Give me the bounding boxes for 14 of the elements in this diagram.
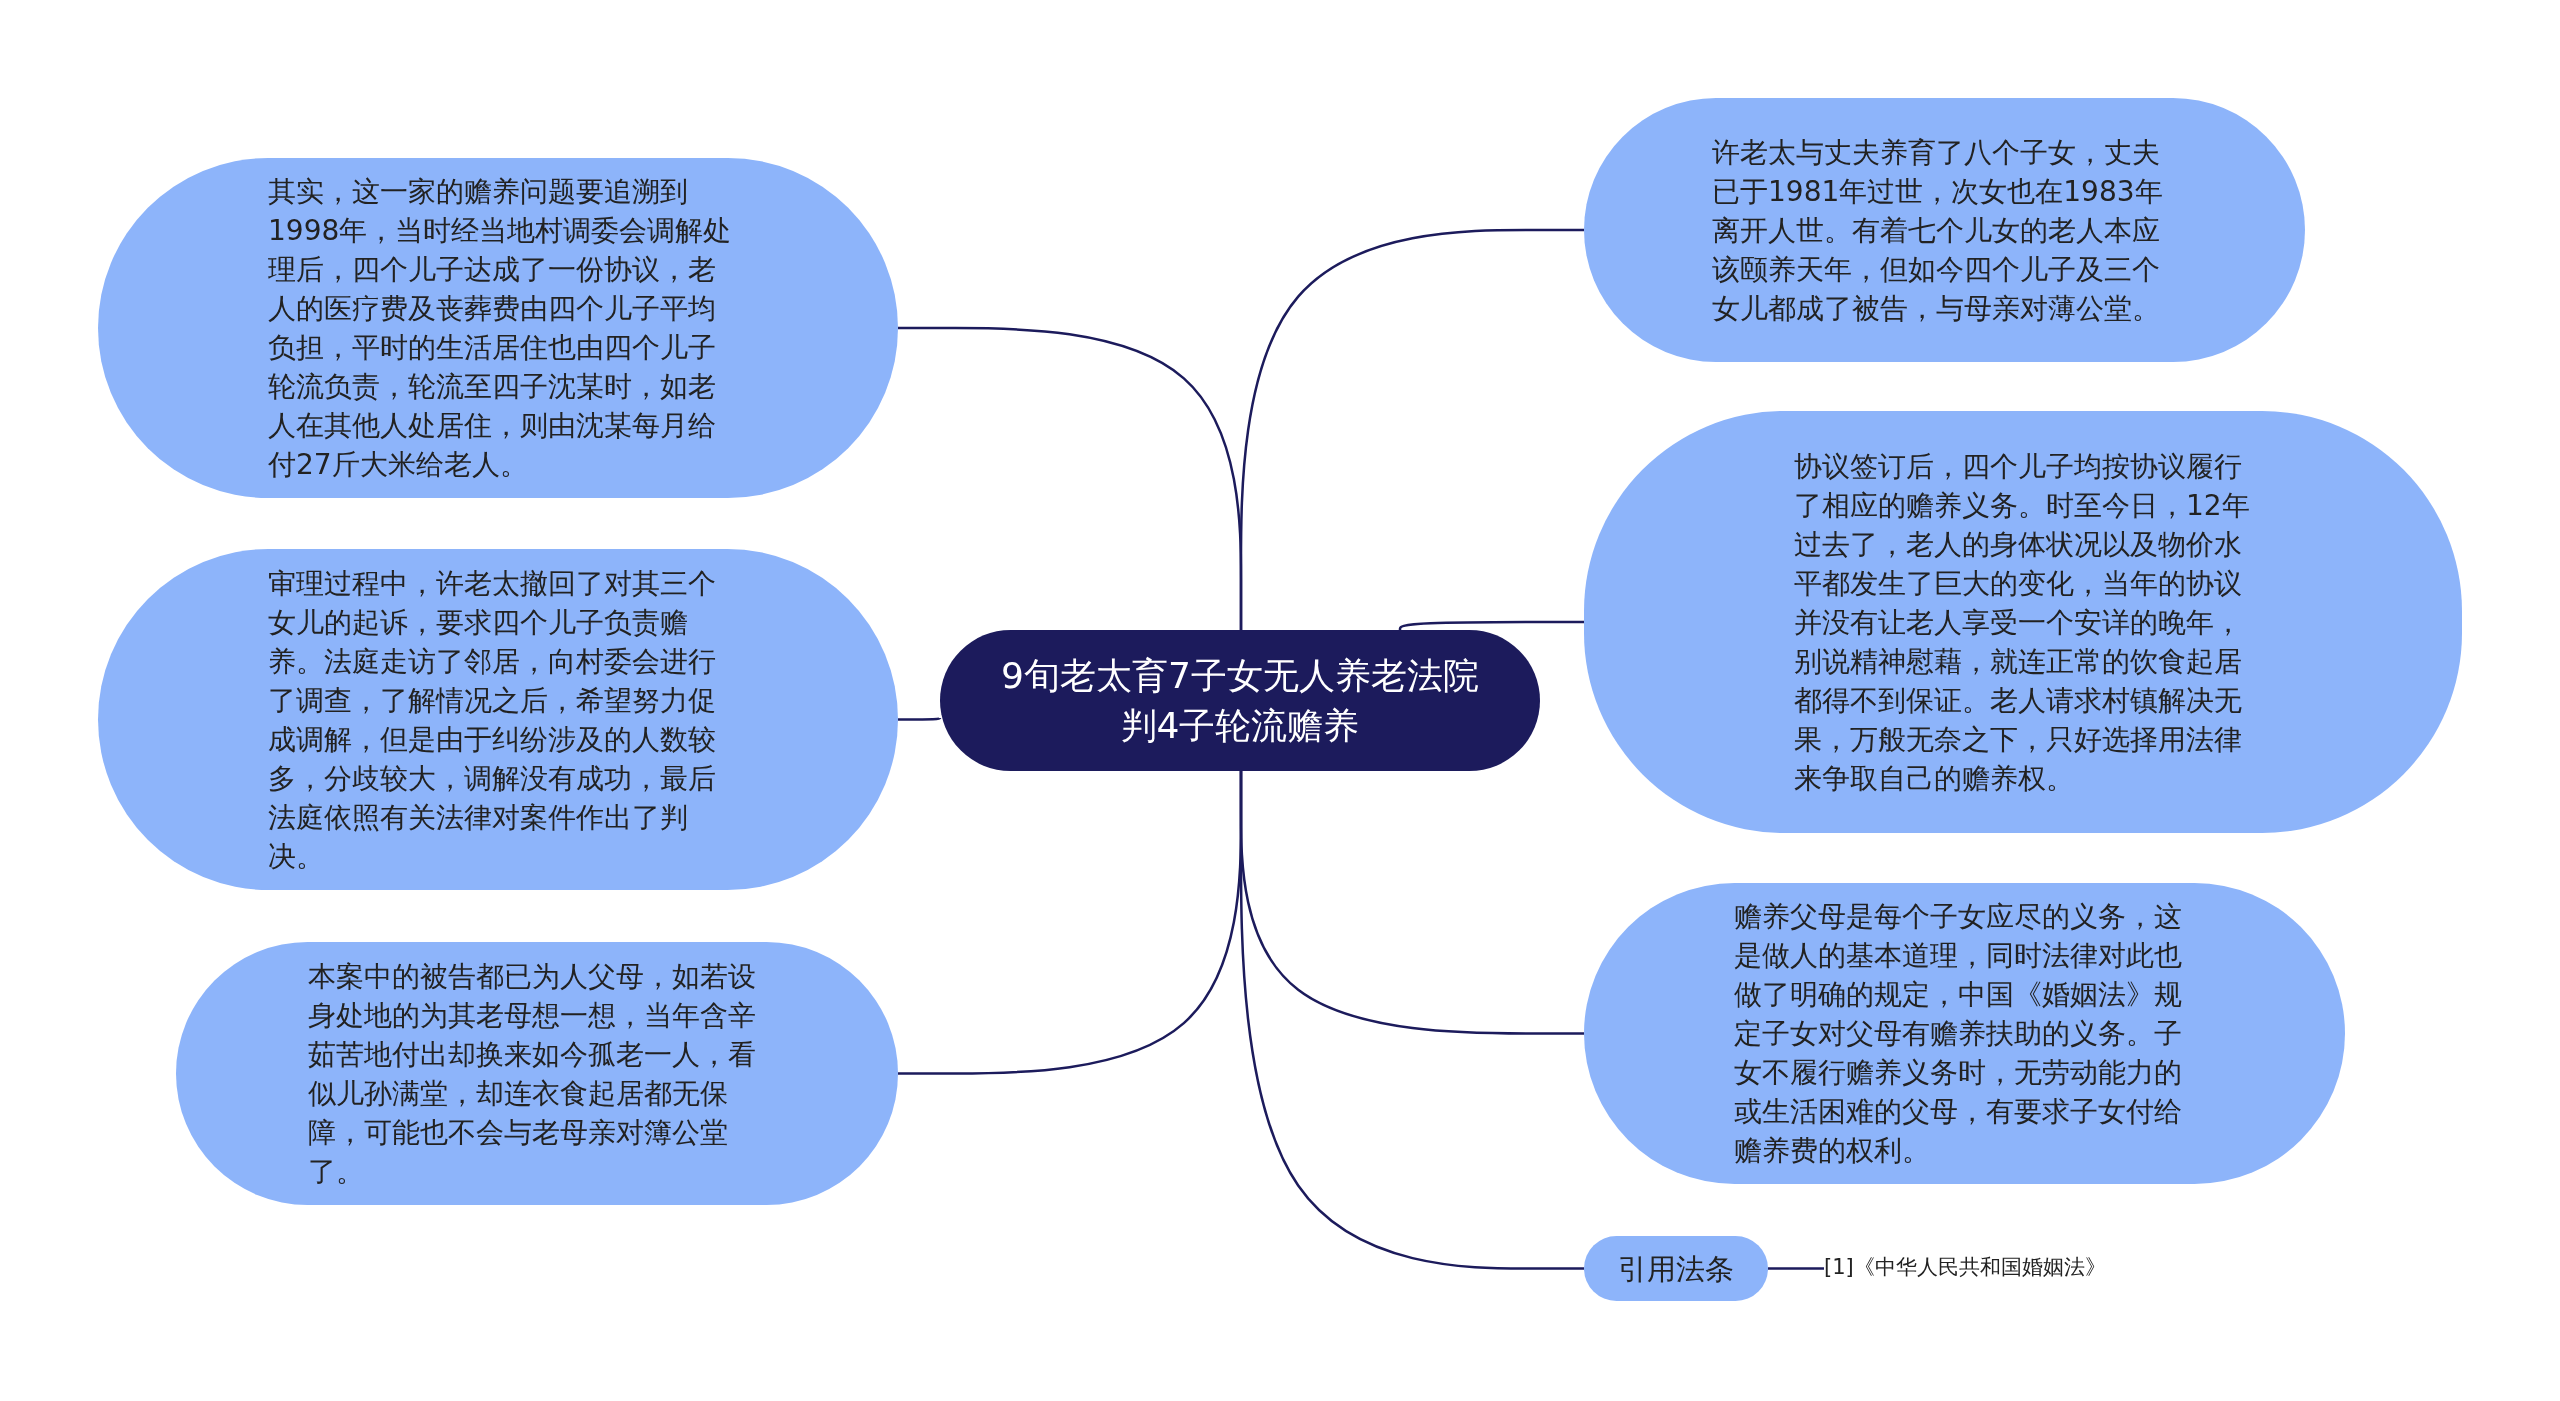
- connector-line: [1239, 771, 1584, 1270]
- connector-line: [1398, 620, 1584, 631]
- body-text: 其实，这一家的赡养问题要追溯到1998年，当时经当地村调委会调解处理后，四个儿子达成了一份协议，老人的医疗费及丧葬费由四个儿子平均负担，平时的生活居住也由四个儿子轮流负责，轮流至四子沈某时，如老人在其他人处居住，则由沈某每月给付27斤大米给老人。: [268, 174, 733, 483]
- body-text: 许老太与丈夫养育了八个子女，丈夫已于1981年过世，次女也在1983年离开人世。有着七个儿女的老人本应该颐养天年，但如今四个儿子及三个女儿都成了被告，与母亲对薄公堂。: [1712, 134, 2164, 327]
- body-text: 协议签订后，四个儿子均按协议履行了相应的赡养义务。时至今日，12年过去了，老人的身体状况以及物价水平都发生了巨大的变化，当年的协议并没有让老人享受一个安详的晚年，别说精神慰藉，就连正常的饮食起居都得不到保证。老人请求村镇解决无果，万般无奈之下，只好选择用法律来争取自己的赡养权。: [1794, 448, 2251, 797]
- connector-line: [898, 716, 942, 721]
- connector-line: [1766, 1267, 1824, 1270]
- body-text: 本案中的被告都已为人父母，如若设身处地的为其老母想一想，当年含辛茹苦地付出却换来如今孤老一人，看似儿孙满堂，却连衣食起居都无保障，可能也不会与老母亲对簿公堂了。: [308, 958, 757, 1190]
- body-text: 赡养父母是每个子女应尽的义务，这是做人的基本道理，同时法律对此也做了明确的规定，中国《婚姻法》规定子女对父母有赡养扶助的义务。子女不履行赡养义务时，无劳动能力的或生活困难的父母，有要求子女付给赡养费的权利。: [1734, 899, 2183, 1169]
- connector-line: [1239, 228, 1584, 630]
- citation-text: [1]《中华人民共和国婚姻法》: [1824, 1254, 2106, 1281]
- body-text: 审理过程中，许老太撤回了对其三个女儿的起诉，要求四个儿子负责赡养。法庭走访了邻居，向村委会进行了调查，了解情况之后，希望努力促成调解，但是由于纠纷涉及的人数较多，分歧较大，调解没有成功，最后法庭依照有关法律对案件作出了判决。: [268, 565, 717, 875]
- body-text: 引用法条: [1617, 1250, 1735, 1287]
- title-text: 9旬老太育7子女无人养老法院判4子轮流赡养: [1000, 653, 1480, 748]
